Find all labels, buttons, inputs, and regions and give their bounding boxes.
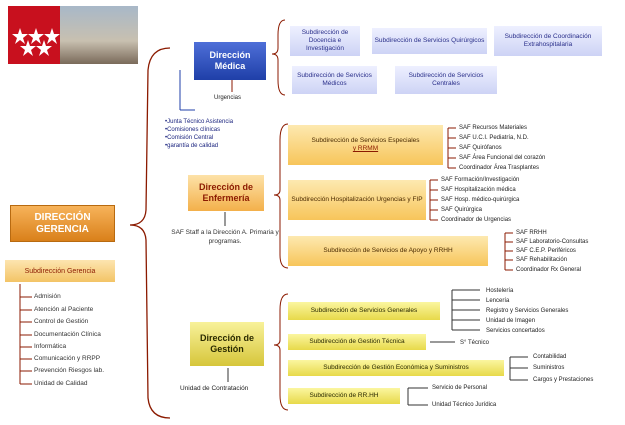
enf-sub3-item: SAF C.E.P. Periféricos <box>516 248 576 254</box>
junta-item: •Comisión Central <box>165 135 214 141</box>
ges-sub3-label: Subdirección de Gestión Económica y Sumi… <box>323 364 469 371</box>
ges-sub1-box: Subdirección de Servicios Generales <box>288 302 440 320</box>
ges-sub4-item: Servicio de Personal <box>432 385 488 391</box>
sub-medicos-box: Subdirección de Servicios Médicos <box>292 66 377 94</box>
enf-sub2-label: Subdirección Hospitalización Urgencias y… <box>291 196 423 203</box>
direccion-medica-label: Dirección Médica <box>209 50 251 71</box>
ges-sub1-item: Unidad de Imagen <box>486 318 536 324</box>
stars-icon <box>12 28 60 56</box>
enf-sub1-label2: y RRMM <box>352 145 379 152</box>
direccion-gestion-label: Dirección de Gestión <box>199 333 255 354</box>
gerencia-item: Comunicación y RRPP <box>34 355 101 362</box>
sub-centrales-box: Subdirección de Servicios Centrales <box>395 66 497 94</box>
enf-sub1-item: SAF Recursos Materiales <box>459 125 528 131</box>
ges-sub4-label: Subdirección de RR.HH <box>309 392 379 399</box>
ges-sub2-item: S° Técnico <box>460 340 489 346</box>
ges-sub2-box: Subdirección de Gestión Técnica <box>288 334 426 350</box>
gerencia-item: Prevención Riesgos lab. <box>34 367 105 374</box>
enf-sub1-item: SAF Quirófanos <box>459 145 502 151</box>
subdireccion-gerencia-box: Subdirección Gerencia <box>5 260 115 282</box>
direccion-gerencia-box: DIRECCIÓN GERENCIA <box>10 205 115 242</box>
enf-sub2-item: SAF Hosp. médico-quirúrgica <box>441 197 520 203</box>
enf-sub3-item: SAF Rehabilitación <box>516 257 568 263</box>
enf-sub1-box: Subdirección de Servicios Especiales y R… <box>288 125 443 165</box>
sub-docencia-box: Subdirección de Docencia e Investigación <box>290 26 360 56</box>
ges-sub3-item: Suministros <box>533 365 565 371</box>
saf-staff-label: SAF Staff a la Dirección A. Primaria y p… <box>171 229 279 245</box>
junta-item: •garantía de calidad <box>165 143 219 149</box>
enf-sub2-box: Subdirección Hospitalización Urgencias y… <box>288 180 426 220</box>
urgencias-label: Urgencias <box>214 95 242 101</box>
enf-sub2-item: SAF Formación/Investigación <box>441 177 520 183</box>
enf-sub3-item: SAF Laboratorio-Consultas <box>516 239 589 245</box>
junta-item: •Comisiones clínicas <box>165 127 221 133</box>
ges-sub3-item: Contabilidad <box>533 354 567 360</box>
enf-sub2-item: Coordinador de Urgencias <box>441 217 512 223</box>
ges-sub1-item: Registro y Servicios Generales <box>486 308 569 314</box>
gerencia-item: Informática <box>34 343 67 350</box>
subdireccion-gerencia-label: Subdirección Gerencia <box>24 267 96 275</box>
enf-sub3-item: SAF RRHH <box>516 230 547 236</box>
junta-item: •Junta Técnico Asistencia <box>165 119 234 125</box>
direccion-enfermeria-box: Dirección de Enfermería <box>188 175 264 211</box>
enf-sub2-item: SAF Quirúrgica <box>441 207 483 213</box>
enf-sub3-label: Subdirección de Servicios de Apoyo y RRH… <box>323 247 453 254</box>
gerencia-item: Control de Gestión <box>34 318 89 325</box>
enf-sub1-item: Coordinador Área Trasplantes <box>459 165 540 171</box>
ges-sub1-label: Subdirección de Servicios Generales <box>310 307 418 314</box>
ges-sub4-box: Subdirección de RR.HH <box>288 388 400 404</box>
ges-sub3-item: Cargos y Prestaciones <box>533 377 594 383</box>
logo <box>8 6 138 64</box>
ges-sub3-box: Subdirección de Gestión Económica y Sumi… <box>288 360 504 376</box>
gerencia-item: Admisión <box>34 293 61 300</box>
gerencia-item: Unidad de Calidad <box>34 380 88 387</box>
enf-sub1-label: Subdirección de Servicios Especiales <box>311 137 420 144</box>
ges-sub4-item: Unidad Técnico Jurídica <box>432 402 497 408</box>
enf-sub2-item: SAF Hospitalización médica <box>441 187 516 193</box>
gerencia-item: Atención al Paciente <box>34 306 94 313</box>
enf-sub3-item: Coordinador Rx General <box>516 267 582 273</box>
ges-sub1-item: Hostelería <box>486 288 514 294</box>
enf-sub1-item: SAF Área Funcional del corazón <box>459 155 546 161</box>
direccion-gestion-box: Dirección de Gestión <box>190 322 264 366</box>
direccion-enfermeria-label: Dirección de Enfermería <box>198 182 254 203</box>
unidad-contratacion-label: Unidad de Contratación <box>180 385 249 392</box>
ges-sub1-item: Lencería <box>486 298 510 304</box>
sub-coordinacion-box: Subdirección de Coordinación Extrahospit… <box>494 26 602 56</box>
direccion-gerencia-label: DIRECCIÓN GERENCIA <box>34 211 91 235</box>
enf-sub1-item: SAF U.C.I. Pediatría, N.D. <box>459 135 529 141</box>
building-image <box>60 6 138 64</box>
enf-sub3-box: Subdirección de Servicios de Apoyo y RRH… <box>288 236 488 266</box>
ges-sub1-item: Servicios concertados <box>486 328 545 334</box>
ges-sub2-label: Subdirección de Gestión Técnica <box>309 338 405 345</box>
gerencia-item: Documentación Clínica <box>34 331 101 338</box>
sub-quirurgicos-box: Subdirección de Servicios Quirúrgicos <box>372 28 487 54</box>
direccion-medica-box: Dirección Médica <box>194 42 266 80</box>
